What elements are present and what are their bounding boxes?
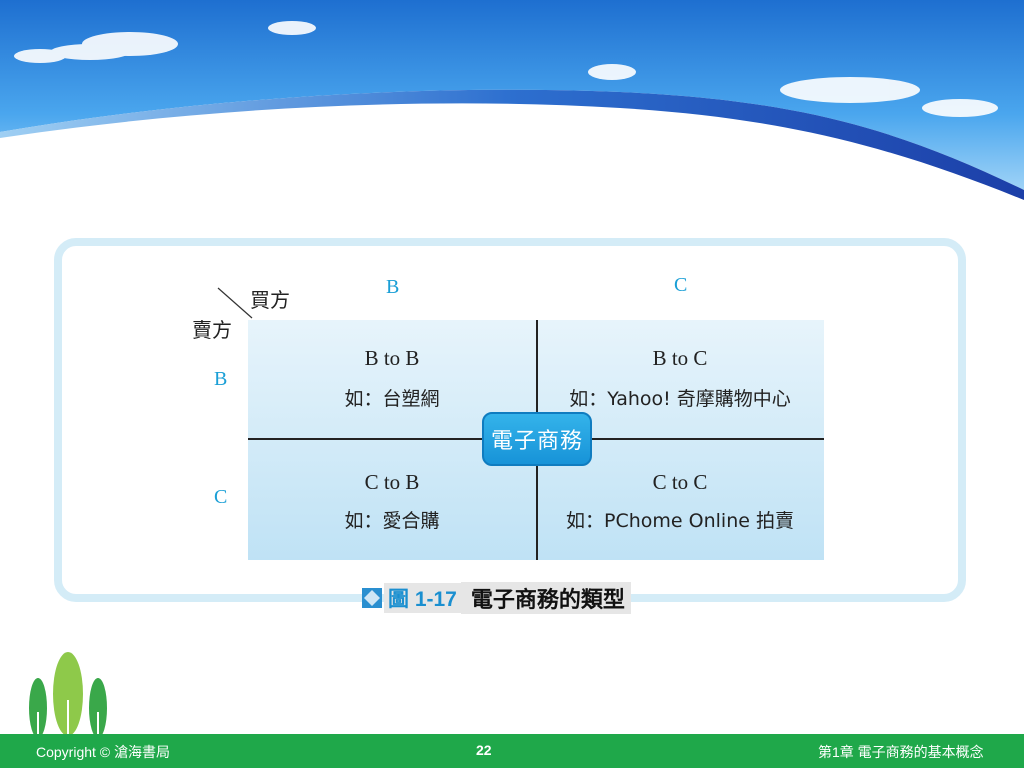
footer-page-number: 22 [476,742,492,758]
trees-logo-icon [29,652,107,738]
header-diagonal-line [217,287,253,319]
diamond-icon [362,588,382,608]
seller-label: 賣方 [192,318,232,342]
buyer-label: 買方 [250,288,290,312]
row-header-b: B [214,368,228,390]
footer-chapter: 第1章 電子商務的基本概念 [818,744,984,760]
cell-c2c-title: C to C [652,470,708,494]
col-header-b: B [386,276,400,298]
cell-b2b-title: B to B [364,346,420,370]
cell-b2c-example: 如：Yahoo! 奇摩購物中心 [569,388,791,410]
cell-c2b-title: C to B [364,470,420,494]
footer-copyright: Copyright © 滄海書局 [36,744,171,760]
cell-b2c-title: B to C [652,346,708,370]
figure-label: 圖 1-17 [384,583,461,613]
figure-caption: 圖 1-17 電子商務的類型 [362,582,631,614]
row-header-c: C [214,486,228,508]
col-header-c: C [674,274,688,296]
cell-c2b-example: 如：愛合購 [344,510,440,532]
cell-b2b-example: 如：台塑網 [344,388,440,410]
sky-banner [0,0,1024,200]
center-badge: 電子商務 [482,412,592,466]
cell-c2c-example: 如：PChome Online 拍賣 [566,510,794,532]
footer-bar [0,734,1024,768]
figure-title: 電子商務的類型 [460,582,631,614]
